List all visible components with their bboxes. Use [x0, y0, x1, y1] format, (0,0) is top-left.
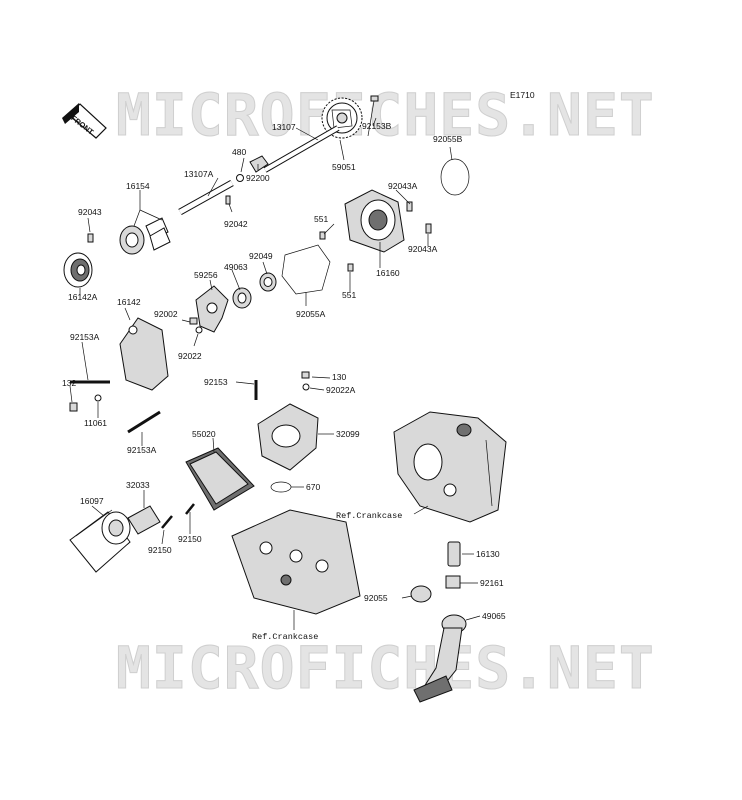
label-32099: 32099: [336, 429, 360, 439]
label-11061: 11061: [84, 418, 107, 428]
rotor-16154-icon: [119, 217, 171, 255]
label-16130: 16130: [476, 549, 500, 559]
label-92055a: 92055A: [296, 309, 326, 319]
pipe-49065-icon: [413, 614, 467, 703]
label-16142: 16142: [117, 297, 141, 307]
seal-92049-icon: [259, 272, 277, 292]
body-32099-icon: [257, 403, 319, 471]
bolt-92002-icon: [189, 317, 198, 325]
label-92055b: 92055B: [433, 134, 463, 144]
label-59256: 59256: [194, 270, 218, 280]
bolt-92150-right-icon: [185, 503, 195, 515]
label-92161: 92161: [480, 578, 504, 588]
dowel-551-lower-icon: [347, 263, 354, 272]
shaft-13107-icon: [263, 125, 340, 173]
label-551-top: 551: [314, 214, 328, 224]
oring-670-icon: [270, 481, 292, 493]
bolt-92153b-icon: [367, 95, 379, 137]
label-92153a-top: 92153A: [70, 332, 100, 342]
label-92150-right: 92150: [178, 534, 202, 544]
gasket-11061-icon: [94, 394, 102, 402]
label-16154: 16154: [126, 181, 150, 191]
leader-lines: [69, 117, 481, 630]
pin-92042-icon: [225, 195, 231, 205]
label-92055: 92055: [364, 593, 388, 603]
watermark-bottom: MICROFICHES.NET: [116, 634, 655, 702]
label-92043a-top: 92043A: [388, 181, 418, 191]
bolt-130-icon: [301, 371, 310, 379]
pin-92043a-upper-icon: [406, 201, 413, 212]
label-92150-left: 92150: [148, 545, 172, 555]
label-132: 132: [62, 378, 76, 388]
label-92043: 92043: [78, 207, 102, 217]
label-130: 130: [332, 372, 346, 382]
bolt-92150-left-icon: [161, 515, 173, 529]
part-labels: 13107 92153B 480 92200 13107A 59051 9205…: [62, 121, 506, 642]
oring-92055-icon: [410, 585, 432, 603]
valve-16130-icon: [447, 541, 461, 567]
diagram-code: E1710: [510, 90, 535, 100]
plug-92161-icon: [445, 575, 461, 589]
label-49065: 49065: [482, 611, 506, 621]
label-92153a-bottom: 92153A: [127, 445, 157, 455]
label-92153b: 92153B: [362, 121, 392, 131]
front-arrow-icon: FRONT: [62, 103, 107, 139]
pin-92043a-lower-icon: [425, 223, 432, 234]
label-480: 480: [232, 147, 246, 157]
label-16160: 16160: [376, 268, 400, 278]
dowel-551-upper-icon: [319, 231, 326, 240]
shaft-13107a-icon: [178, 179, 234, 216]
label-92022a: 92022A: [326, 385, 356, 395]
bearing-49063-icon: [232, 287, 252, 309]
pin-92043-icon: [87, 233, 94, 243]
impeller-59256-icon: [195, 285, 229, 333]
cover-16142-icon: [119, 317, 169, 391]
label-55020: 55020: [192, 429, 216, 439]
oring-92055b-icon: [440, 158, 470, 196]
washer-92022a-icon: [302, 383, 310, 391]
label-92153: 92153: [204, 377, 228, 387]
watermark-top: MICROFICHES.NET: [116, 81, 655, 149]
crankcase-upper-icon: [393, 411, 507, 523]
gasket-92055a-icon: [281, 244, 331, 295]
label-13107a: 13107A: [184, 169, 214, 179]
crankcase-lower-icon: [231, 509, 361, 615]
cover-16142a-icon: [63, 252, 93, 288]
label-92002: 92002: [154, 309, 178, 319]
washer-92022-icon: [195, 326, 203, 334]
plug-132-icon: [69, 402, 78, 412]
label-551-bottom: 551: [342, 290, 356, 300]
bracket-92200-icon: [236, 155, 269, 182]
label-16097: 16097: [80, 496, 104, 506]
label-16142a: 16142A: [68, 292, 98, 302]
label-92042: 92042: [224, 219, 248, 229]
label-92022: 92022: [178, 351, 202, 361]
label-92043a-right: 92043A: [408, 244, 438, 254]
label-49063: 49063: [224, 262, 248, 272]
label-ref-crankcase-lower: Ref.Crankcase: [252, 632, 318, 642]
label-32033: 32033: [126, 480, 150, 490]
strainer-55020-icon: [185, 447, 255, 511]
label-92049: 92049: [249, 251, 273, 261]
label-670: 670: [306, 482, 320, 492]
housing-16160-icon: [344, 189, 405, 253]
label-92200: 92200: [246, 173, 270, 183]
label-13107: 13107: [272, 122, 296, 132]
fitting-32033-icon: [127, 505, 161, 535]
label-59051: 59051: [332, 162, 356, 172]
bolt-92153a-lower-icon: [127, 410, 161, 434]
label-ref-crankcase-upper: Ref.Crankcase: [336, 511, 402, 521]
oil-filter-16097-icon: [69, 509, 131, 573]
